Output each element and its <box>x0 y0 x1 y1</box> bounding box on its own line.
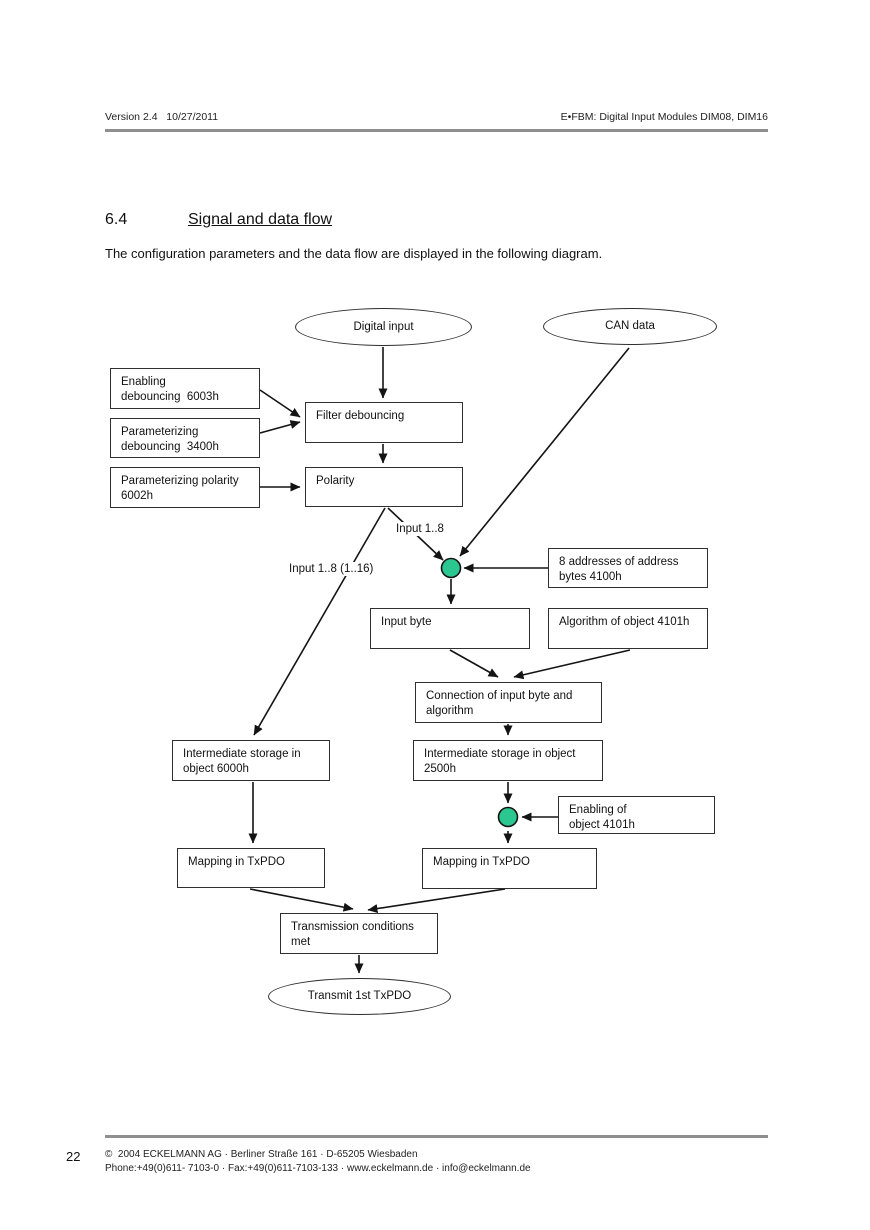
node-address-bytes-4100h: 8 addresses of address bytes 4100h <box>548 548 708 588</box>
node-storage-6000h: Intermediate storage in object 6000h <box>172 740 330 781</box>
arrow-mappingleft-transmission <box>249 888 354 912</box>
node-mapping-txpdo-right: Mapping in TxPDO <box>422 848 597 889</box>
node-transmit-txpdo: Transmit 1st TxPDO <box>268 978 451 1015</box>
section-number: 6.4 <box>105 211 128 228</box>
arrow-algorithm-connection <box>513 649 631 680</box>
footer-rule <box>105 1135 768 1138</box>
arrow-mappingright-transmission <box>367 888 506 914</box>
page-number: 22 <box>66 1149 81 1164</box>
header-version: Version 2.4 10/27/2011 <box>105 111 219 123</box>
node-connection-input-algorithm: Connection of input byte and algorithm <box>415 682 602 723</box>
node-digital-input: Digital input <box>295 308 472 346</box>
header-doc-title: E•FBM: Digital Input Modules DIM08, DIM1… <box>560 111 768 123</box>
arrow-inputbyte-connection <box>449 649 499 678</box>
junction-node-2 <box>497 806 519 828</box>
edge-label-input-1-8: Input 1..8 <box>393 522 447 536</box>
header-rule <box>105 129 768 132</box>
arrow-enabling-filter <box>259 389 301 418</box>
intro-paragraph: The configuration parameters and the dat… <box>105 246 603 261</box>
node-storage-2500h: Intermediate storage in object 2500h <box>413 740 603 781</box>
node-mapping-txpdo-left: Mapping in TxPDO <box>177 848 325 888</box>
junction-node-1 <box>440 557 462 579</box>
node-polarity: Polarity <box>305 467 463 507</box>
node-parameterizing-polarity: Parameterizing polarity 6002h <box>110 467 260 508</box>
footer-contact: Phone:+49(0)611- 7103-0 · Fax:+49(0)611-… <box>105 1163 531 1174</box>
arrow-paramdeb-filter <box>259 420 301 434</box>
node-algorithm-4101h: Algorithm of object 4101h <box>548 608 708 649</box>
node-transmission-conditions: Transmission conditions met <box>280 913 438 954</box>
node-input-byte: Input byte <box>370 608 530 649</box>
edge-label-input-1-8-1-16: Input 1..8 (1..16) <box>286 562 377 576</box>
node-enabling-debouncing: Enabling debouncing 6003h <box>110 368 260 409</box>
connector-group <box>248 347 631 974</box>
node-parameterizing-debouncing: Parameterizing debouncing 3400h <box>110 418 260 458</box>
node-can-data: CAN data <box>543 308 717 345</box>
node-enabling-4101h: Enabling of object 4101h <box>558 796 715 834</box>
section-title: Signal and data flow <box>188 211 333 228</box>
arrow-polarity-storage6000 <box>253 507 386 736</box>
footer-address: © 2004 ECKELMANN AG · Berliner Straße 16… <box>105 1149 418 1160</box>
arrow-candata-junction1 <box>459 347 630 557</box>
node-filter-debouncing: Filter debouncing <box>305 402 463 443</box>
